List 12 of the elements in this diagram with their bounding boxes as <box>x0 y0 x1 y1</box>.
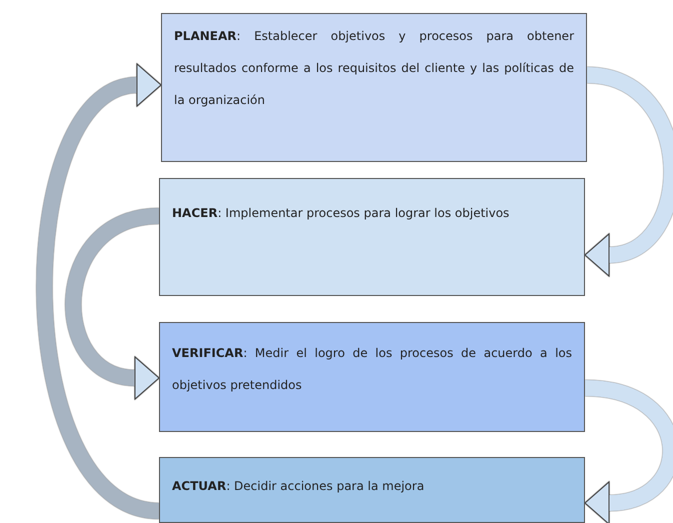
process-box <box>159 178 585 296</box>
curved-arrow <box>584 67 673 276</box>
curved-arrow <box>66 208 160 400</box>
curved-arrow <box>584 380 673 523</box>
process-text: PLANEAR: Establecer objetivos y procesos para obtener resultados conforme a los requisitos del cliente y las políticas de la organización <box>174 28 574 109</box>
process-text: ACTUAR: Decidir acciones para la mejora <box>172 478 426 495</box>
process-box <box>159 457 585 523</box>
curved-arrow <box>36 64 161 519</box>
process-text: HACER: Implementar procesos para lograr los objetivos <box>172 205 510 222</box>
process-text: VERIFICAR: Medir el logro de los procesos de acuerdo a los objetivos pretendidos <box>172 345 572 394</box>
process-box <box>161 13 587 162</box>
process-box <box>159 322 585 432</box>
